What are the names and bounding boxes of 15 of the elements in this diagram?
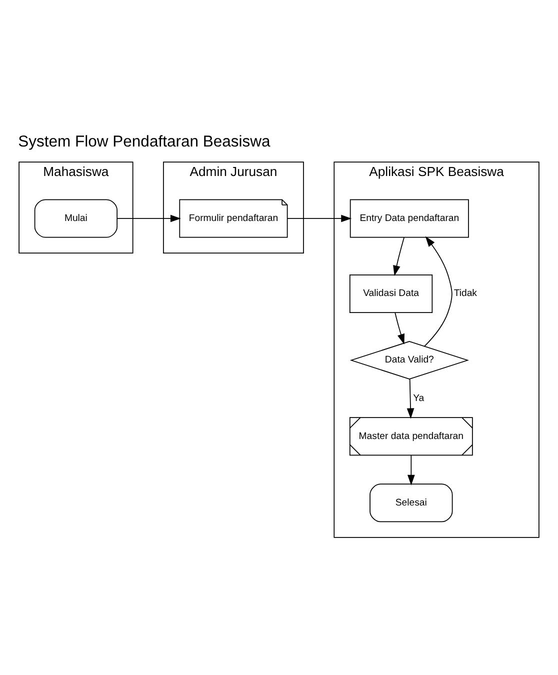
arrow	[407, 454, 415, 486]
edge-label: Ya	[413, 392, 424, 404]
arrow	[287, 214, 352, 222]
node-diamond: Data Valid?	[350, 340, 469, 380]
node-box: Entry Data pendaftaran	[350, 199, 469, 238]
node-box: Validasi Data	[349, 274, 433, 313]
node-box: Selesai	[370, 484, 453, 522]
arrow	[406, 378, 414, 419]
arrow	[424, 236, 452, 347]
edge-label: Tidak	[454, 288, 478, 300]
arrow	[393, 237, 405, 276]
arrow	[116, 214, 181, 222]
arrow	[394, 312, 404, 344]
diagram-title: System Flow Pendaftaran Beasiswa	[18, 134, 270, 151]
node-box: Mulai	[34, 199, 118, 238]
